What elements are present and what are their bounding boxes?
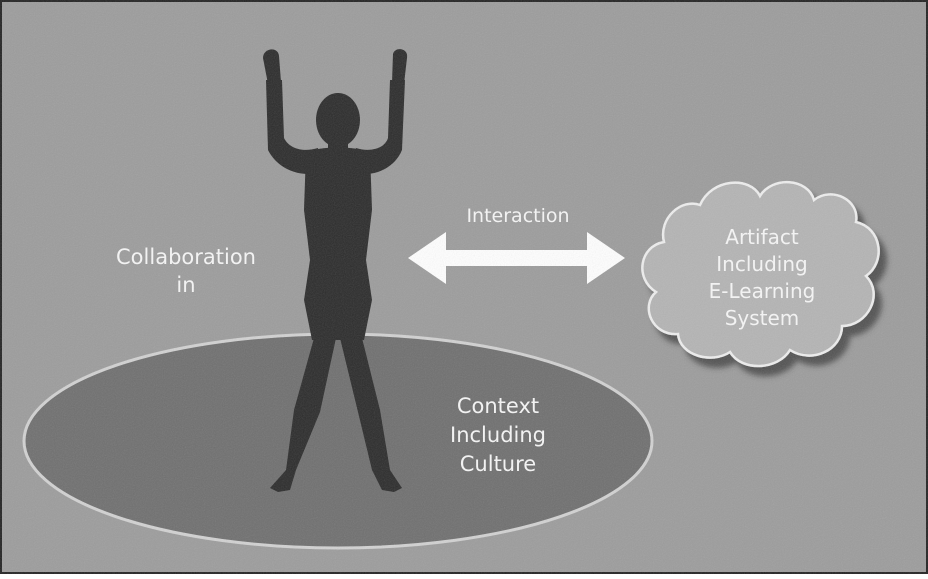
- context-label-line-2: Including: [450, 423, 546, 447]
- collaboration-label-line-2: in: [176, 273, 195, 297]
- artifact-label-line-3: E-Learning: [709, 279, 816, 303]
- artifact-label-line-1: Artifact: [725, 225, 799, 249]
- interaction-label: Interaction: [466, 205, 569, 227]
- artifact-label: Artifact Including E-Learning System: [709, 225, 816, 330]
- context-label: Context Including Culture: [450, 394, 546, 476]
- collaboration-label-line-1: Collaboration: [116, 245, 256, 269]
- collaboration-label: Collaboration in: [116, 245, 256, 297]
- artifact-label-line-2: Including: [716, 252, 807, 276]
- artifact-label-line-4: System: [725, 306, 800, 330]
- context-label-line-3: Culture: [460, 452, 536, 476]
- context-label-line-1: Context: [457, 394, 539, 418]
